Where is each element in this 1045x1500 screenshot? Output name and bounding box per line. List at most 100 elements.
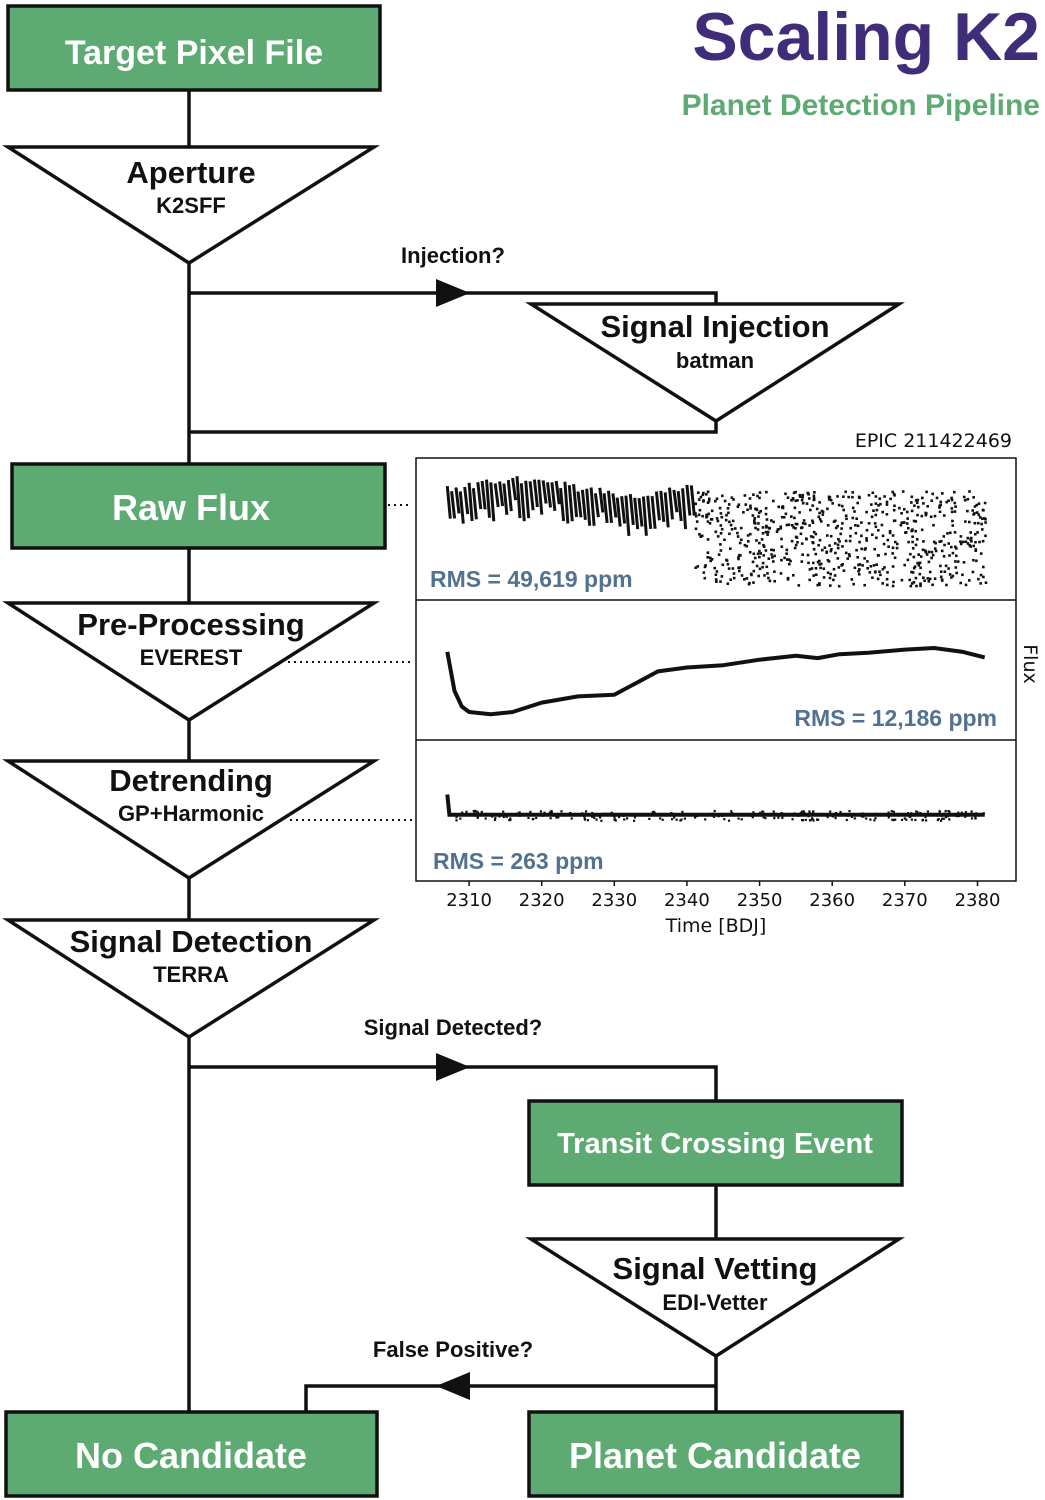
detrended-flux-point xyxy=(955,815,958,818)
detrended-flux-point xyxy=(480,810,483,813)
detrended-flux-point xyxy=(680,818,683,821)
raw-flux-point xyxy=(972,558,975,562)
detrended-flux-point xyxy=(782,814,785,817)
node-transit-crossing-event: Transit Crossing Event xyxy=(527,1099,904,1187)
raw-flux-point xyxy=(702,500,705,503)
raw-flux-point xyxy=(977,577,980,581)
raw-flux-point xyxy=(836,524,839,528)
raw-flux-point xyxy=(837,537,840,541)
detrended-flux-point xyxy=(626,817,629,820)
raw-flux-point xyxy=(842,569,846,572)
raw-flux-point xyxy=(858,568,861,571)
raw-flux-point xyxy=(941,492,944,495)
raw-flux-point xyxy=(833,574,837,577)
raw-flux-point xyxy=(826,571,830,574)
node-title: Pre-Processing xyxy=(77,607,304,642)
raw-flux-point xyxy=(983,501,987,505)
detrended-flux-point xyxy=(695,815,698,818)
raw-flux-point xyxy=(844,551,848,555)
detrended-flux-point xyxy=(476,816,479,819)
raw-flux-point xyxy=(891,490,894,494)
detrended-flux-point xyxy=(630,814,633,817)
raw-flux-point xyxy=(746,508,749,512)
raw-flux-point xyxy=(934,541,937,545)
raw-flux-point xyxy=(781,506,785,510)
raw-flux-point xyxy=(829,572,832,576)
detrended-flux-point xyxy=(535,816,538,820)
raw-flux-point xyxy=(736,535,740,538)
raw-flux-point xyxy=(838,540,841,543)
raw-flux-point xyxy=(885,503,889,506)
rms-label-detrended: RMS = 263 ppm xyxy=(433,848,604,874)
detrended-flux-point xyxy=(569,811,572,815)
raw-flux-point xyxy=(719,580,722,583)
raw-flux-point xyxy=(975,559,978,563)
raw-flux-point xyxy=(797,584,801,587)
raw-flux-point xyxy=(718,506,722,510)
raw-flux-point xyxy=(701,493,705,497)
raw-flux-point xyxy=(920,528,924,532)
raw-flux-point xyxy=(923,579,926,582)
raw-flux-point xyxy=(808,524,811,527)
x-tick-label: 2360 xyxy=(809,890,855,911)
raw-flux-point xyxy=(780,537,783,541)
raw-flux-point xyxy=(974,540,977,544)
raw-flux-point xyxy=(874,495,878,498)
raw-flux-point xyxy=(969,538,972,541)
node-label: No Candidate xyxy=(75,1435,307,1476)
raw-flux-point xyxy=(786,496,790,499)
raw-flux-point xyxy=(811,519,814,523)
detrended-flux-point xyxy=(844,813,847,816)
raw-flux-point xyxy=(977,502,981,505)
raw-flux-point xyxy=(922,576,925,579)
detrended-flux-point xyxy=(751,816,754,819)
raw-flux-point xyxy=(765,490,768,494)
raw-flux-point xyxy=(951,551,955,555)
raw-flux-point xyxy=(811,541,814,544)
detrended-flux-point xyxy=(944,809,947,813)
raw-flux-point xyxy=(904,531,908,534)
raw-flux-point xyxy=(742,511,745,514)
raw-flux-point xyxy=(752,569,756,573)
detrended-flux-point xyxy=(505,815,508,818)
detrended-flux-point xyxy=(812,819,815,822)
raw-flux-point xyxy=(705,493,708,496)
detrended-flux-point xyxy=(646,813,649,816)
raw-flux-point xyxy=(926,577,930,580)
raw-flux-point xyxy=(731,567,735,570)
detrended-flux-point xyxy=(652,810,655,813)
raw-flux-point xyxy=(766,572,769,575)
raw-flux-point xyxy=(891,552,894,555)
raw-flux-point xyxy=(818,583,821,586)
detrended-flux-point xyxy=(869,818,872,821)
detrended-flux-point xyxy=(774,812,777,815)
raw-flux-point xyxy=(813,491,816,494)
detrended-flux-point xyxy=(622,814,625,817)
raw-flux-point xyxy=(720,575,724,578)
raw-flux-point xyxy=(845,517,848,521)
raw-flux-point xyxy=(972,544,975,548)
raw-flux-point xyxy=(719,532,723,535)
detrended-flux-point xyxy=(704,818,707,821)
raw-flux-point xyxy=(809,535,813,538)
raw-flux-point xyxy=(715,580,718,583)
raw-flux-point xyxy=(697,513,701,517)
detrended-flux-point xyxy=(593,816,596,819)
raw-flux-point xyxy=(893,519,897,522)
raw-flux-point xyxy=(715,517,719,520)
raw-flux-point xyxy=(800,560,804,563)
raw-flux-point xyxy=(915,584,918,588)
raw-flux-point xyxy=(976,531,979,534)
raw-flux-point xyxy=(753,522,757,525)
raw-flux-point xyxy=(781,505,785,508)
raw-flux-point xyxy=(919,566,922,570)
raw-flux-point xyxy=(935,496,939,500)
raw-flux-point xyxy=(850,578,854,581)
raw-flux-point xyxy=(815,507,819,511)
raw-flux-point xyxy=(822,567,826,570)
raw-flux-point xyxy=(764,530,768,534)
detrended-flux-point xyxy=(873,819,876,822)
connector-lines xyxy=(187,90,718,1412)
node-aperture: Aperture K2SFF xyxy=(2,145,381,266)
